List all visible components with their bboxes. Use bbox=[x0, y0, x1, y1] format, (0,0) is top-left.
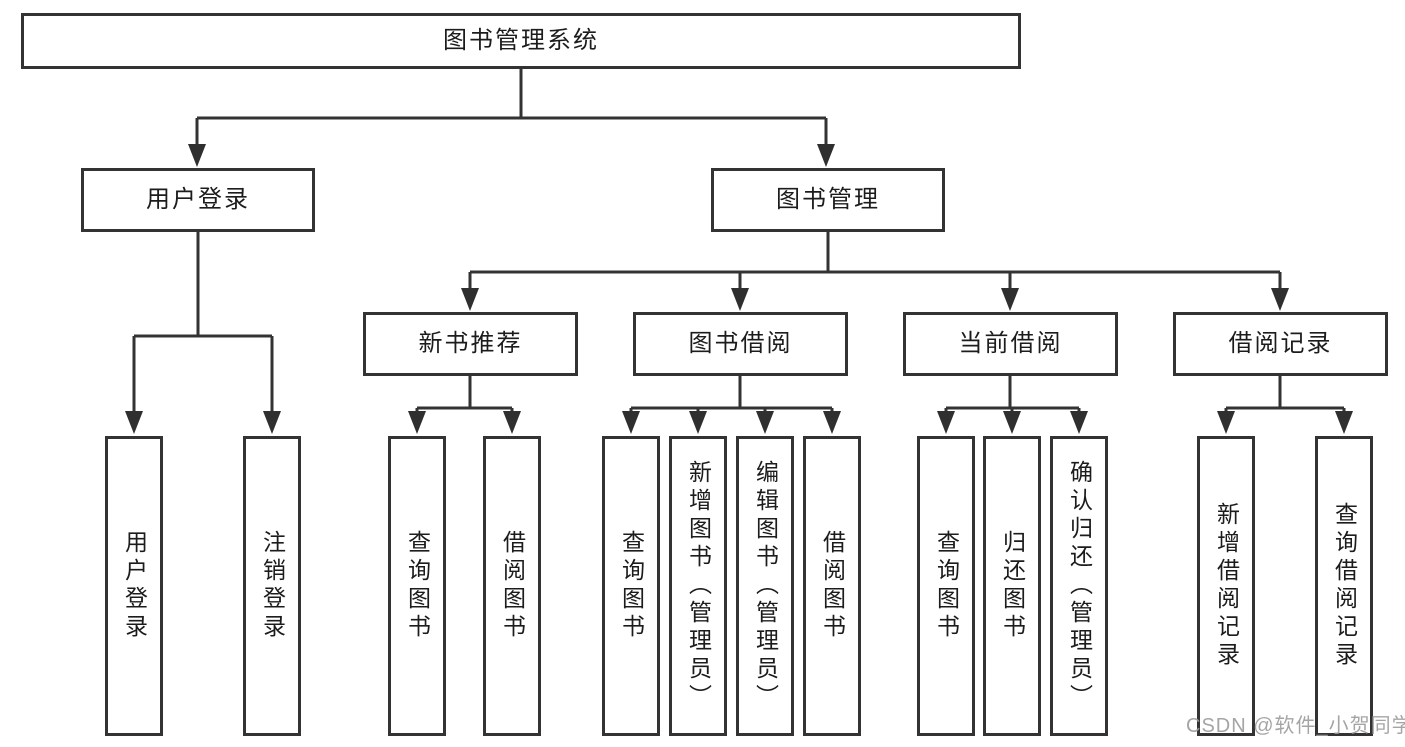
csdn-watermark: CSDN @软件_小贺同学 bbox=[1186, 715, 1405, 737]
node-system-root: 图书管理系统 bbox=[21, 13, 1021, 69]
arrowhead bbox=[731, 288, 749, 311]
arrowhead bbox=[823, 411, 841, 434]
arrowhead bbox=[689, 411, 707, 434]
node-user-login: 用户登录 bbox=[81, 168, 315, 232]
leaf-confirm-return-admin: 确认归还（管理员） bbox=[1050, 436, 1108, 736]
arrowhead bbox=[1003, 411, 1021, 434]
leaf-borrow-books: 借阅图书 bbox=[803, 436, 861, 736]
leaf-query-books: 查询图书 bbox=[917, 436, 975, 736]
leaf-return-books: 归还图书 bbox=[983, 436, 1041, 736]
arrowhead bbox=[1001, 288, 1019, 311]
arrowhead bbox=[408, 411, 426, 434]
leaf-borrow-books: 借阅图书 bbox=[483, 436, 541, 736]
node-new-book-recommend: 新书推荐 bbox=[363, 312, 578, 376]
arrowhead bbox=[1271, 288, 1289, 311]
arrowhead bbox=[461, 288, 479, 311]
arrowhead bbox=[1070, 411, 1088, 434]
arrowhead bbox=[817, 144, 835, 167]
arrowhead bbox=[263, 411, 281, 434]
leaf-query-books: 查询图书 bbox=[388, 436, 446, 736]
node-book-borrowing: 图书借阅 bbox=[633, 312, 848, 376]
arrowhead bbox=[1335, 411, 1353, 434]
leaf-edit-books-admin: 编辑图书（管理员） bbox=[736, 436, 794, 736]
leaf-add-books-admin: 新增图书（管理员） bbox=[669, 436, 727, 736]
node-current-borrowing: 当前借阅 bbox=[903, 312, 1118, 376]
leaf-user-login: 用户登录 bbox=[105, 436, 163, 736]
node-borrowing-records: 借阅记录 bbox=[1173, 312, 1388, 376]
arrowhead bbox=[188, 144, 206, 167]
leaf-query-books: 查询图书 bbox=[602, 436, 660, 736]
arrowhead bbox=[937, 411, 955, 434]
arrowhead bbox=[1217, 411, 1235, 434]
leaf-add-borrow-record: 新增借阅记录 bbox=[1197, 436, 1255, 736]
leaf-logout: 注销登录 bbox=[243, 436, 301, 736]
arrowhead bbox=[503, 411, 521, 434]
leaf-query-borrow-record: 查询借阅记录 bbox=[1315, 436, 1373, 736]
arrowhead bbox=[125, 411, 143, 434]
node-book-management: 图书管理 bbox=[711, 168, 945, 232]
arrowhead bbox=[622, 411, 640, 434]
arrowhead bbox=[756, 411, 774, 434]
